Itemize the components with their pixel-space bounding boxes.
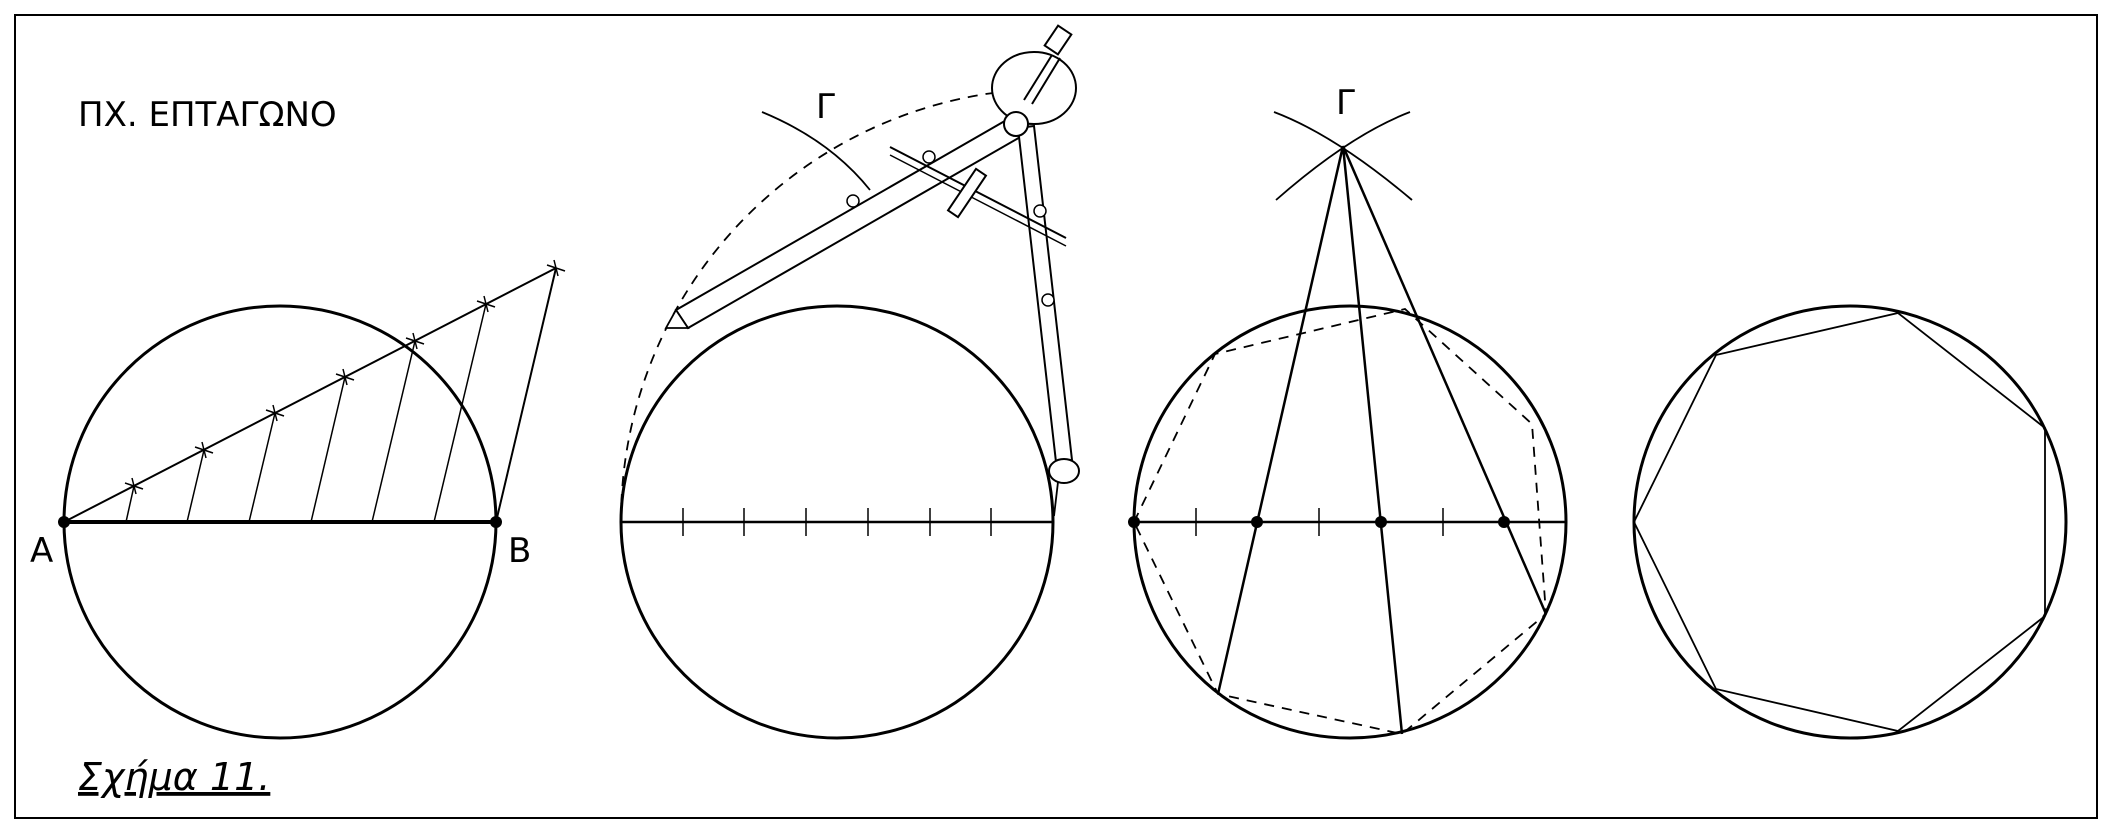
- ray-1: [1216, 145, 1345, 695]
- compass-pencil-point: [1053, 481, 1059, 517]
- right-leg-screw-2: [1041, 293, 1055, 307]
- auxiliary-ray: [63, 267, 557, 523]
- dot-3: [1375, 516, 1387, 528]
- panel-4-result: [1632, 304, 2068, 740]
- dot-2: [1251, 516, 1263, 528]
- arc-gamma-right: [1275, 111, 1411, 201]
- compass-pencil-holder: [1048, 458, 1080, 484]
- panel-2-compass: [619, 24, 1080, 740]
- panel-3-construction: [1128, 111, 1568, 740]
- caption-text: Σχήμα 11.: [78, 755, 270, 799]
- dot-4: [1498, 516, 1510, 528]
- compass-handle-stem-2: [1031, 57, 1061, 105]
- parallel-lines: [125, 303, 487, 523]
- closing-line: [495, 267, 557, 523]
- panel-2-ticks: [682, 508, 992, 536]
- left-leg-screw-1: [846, 194, 860, 208]
- compass-left-tip: [664, 308, 690, 329]
- frame-border: [14, 14, 2098, 819]
- ray-2: [1341, 145, 1404, 735]
- compass-hinge: [1003, 111, 1029, 137]
- intersection-arc: [761, 111, 871, 191]
- point-b-label: B: [508, 531, 531, 571]
- dashed-heptagon: [1132, 308, 1547, 735]
- compass-knob: [991, 51, 1077, 125]
- left-leg-screw-2: [922, 150, 936, 164]
- point-b-dot: [490, 516, 502, 528]
- compass-adjust-nut: [946, 167, 988, 219]
- compass-handle: [1043, 24, 1073, 56]
- point-a-dot: [58, 516, 70, 528]
- arc-gamma-left: [1273, 111, 1413, 201]
- heptagon: [1632, 312, 2046, 732]
- title-text: ΠΧ. ΕΠΤΑΓΩΝΟ: [78, 95, 337, 135]
- point-a-label: A: [30, 531, 53, 571]
- gamma-label-2: Γ: [1336, 83, 1355, 123]
- panel-4-circle: [1632, 304, 2068, 740]
- panel-1-division: [58, 259, 566, 740]
- dot-1: [1128, 516, 1140, 528]
- compass-handle-stem: [1023, 54, 1053, 101]
- ray-3: [1341, 145, 1548, 615]
- dashed-compass-arc: [620, 89, 1021, 523]
- compass-left-leg: [674, 116, 1024, 330]
- tick-marks: [124, 259, 566, 495]
- panel-3-ticks: [1195, 508, 1444, 536]
- compass-adjust-bar-2: [889, 154, 1067, 247]
- compass-adjust-bar: [889, 146, 1067, 239]
- gamma-label-1: Γ: [816, 87, 835, 127]
- right-leg-screw-1: [1033, 204, 1047, 218]
